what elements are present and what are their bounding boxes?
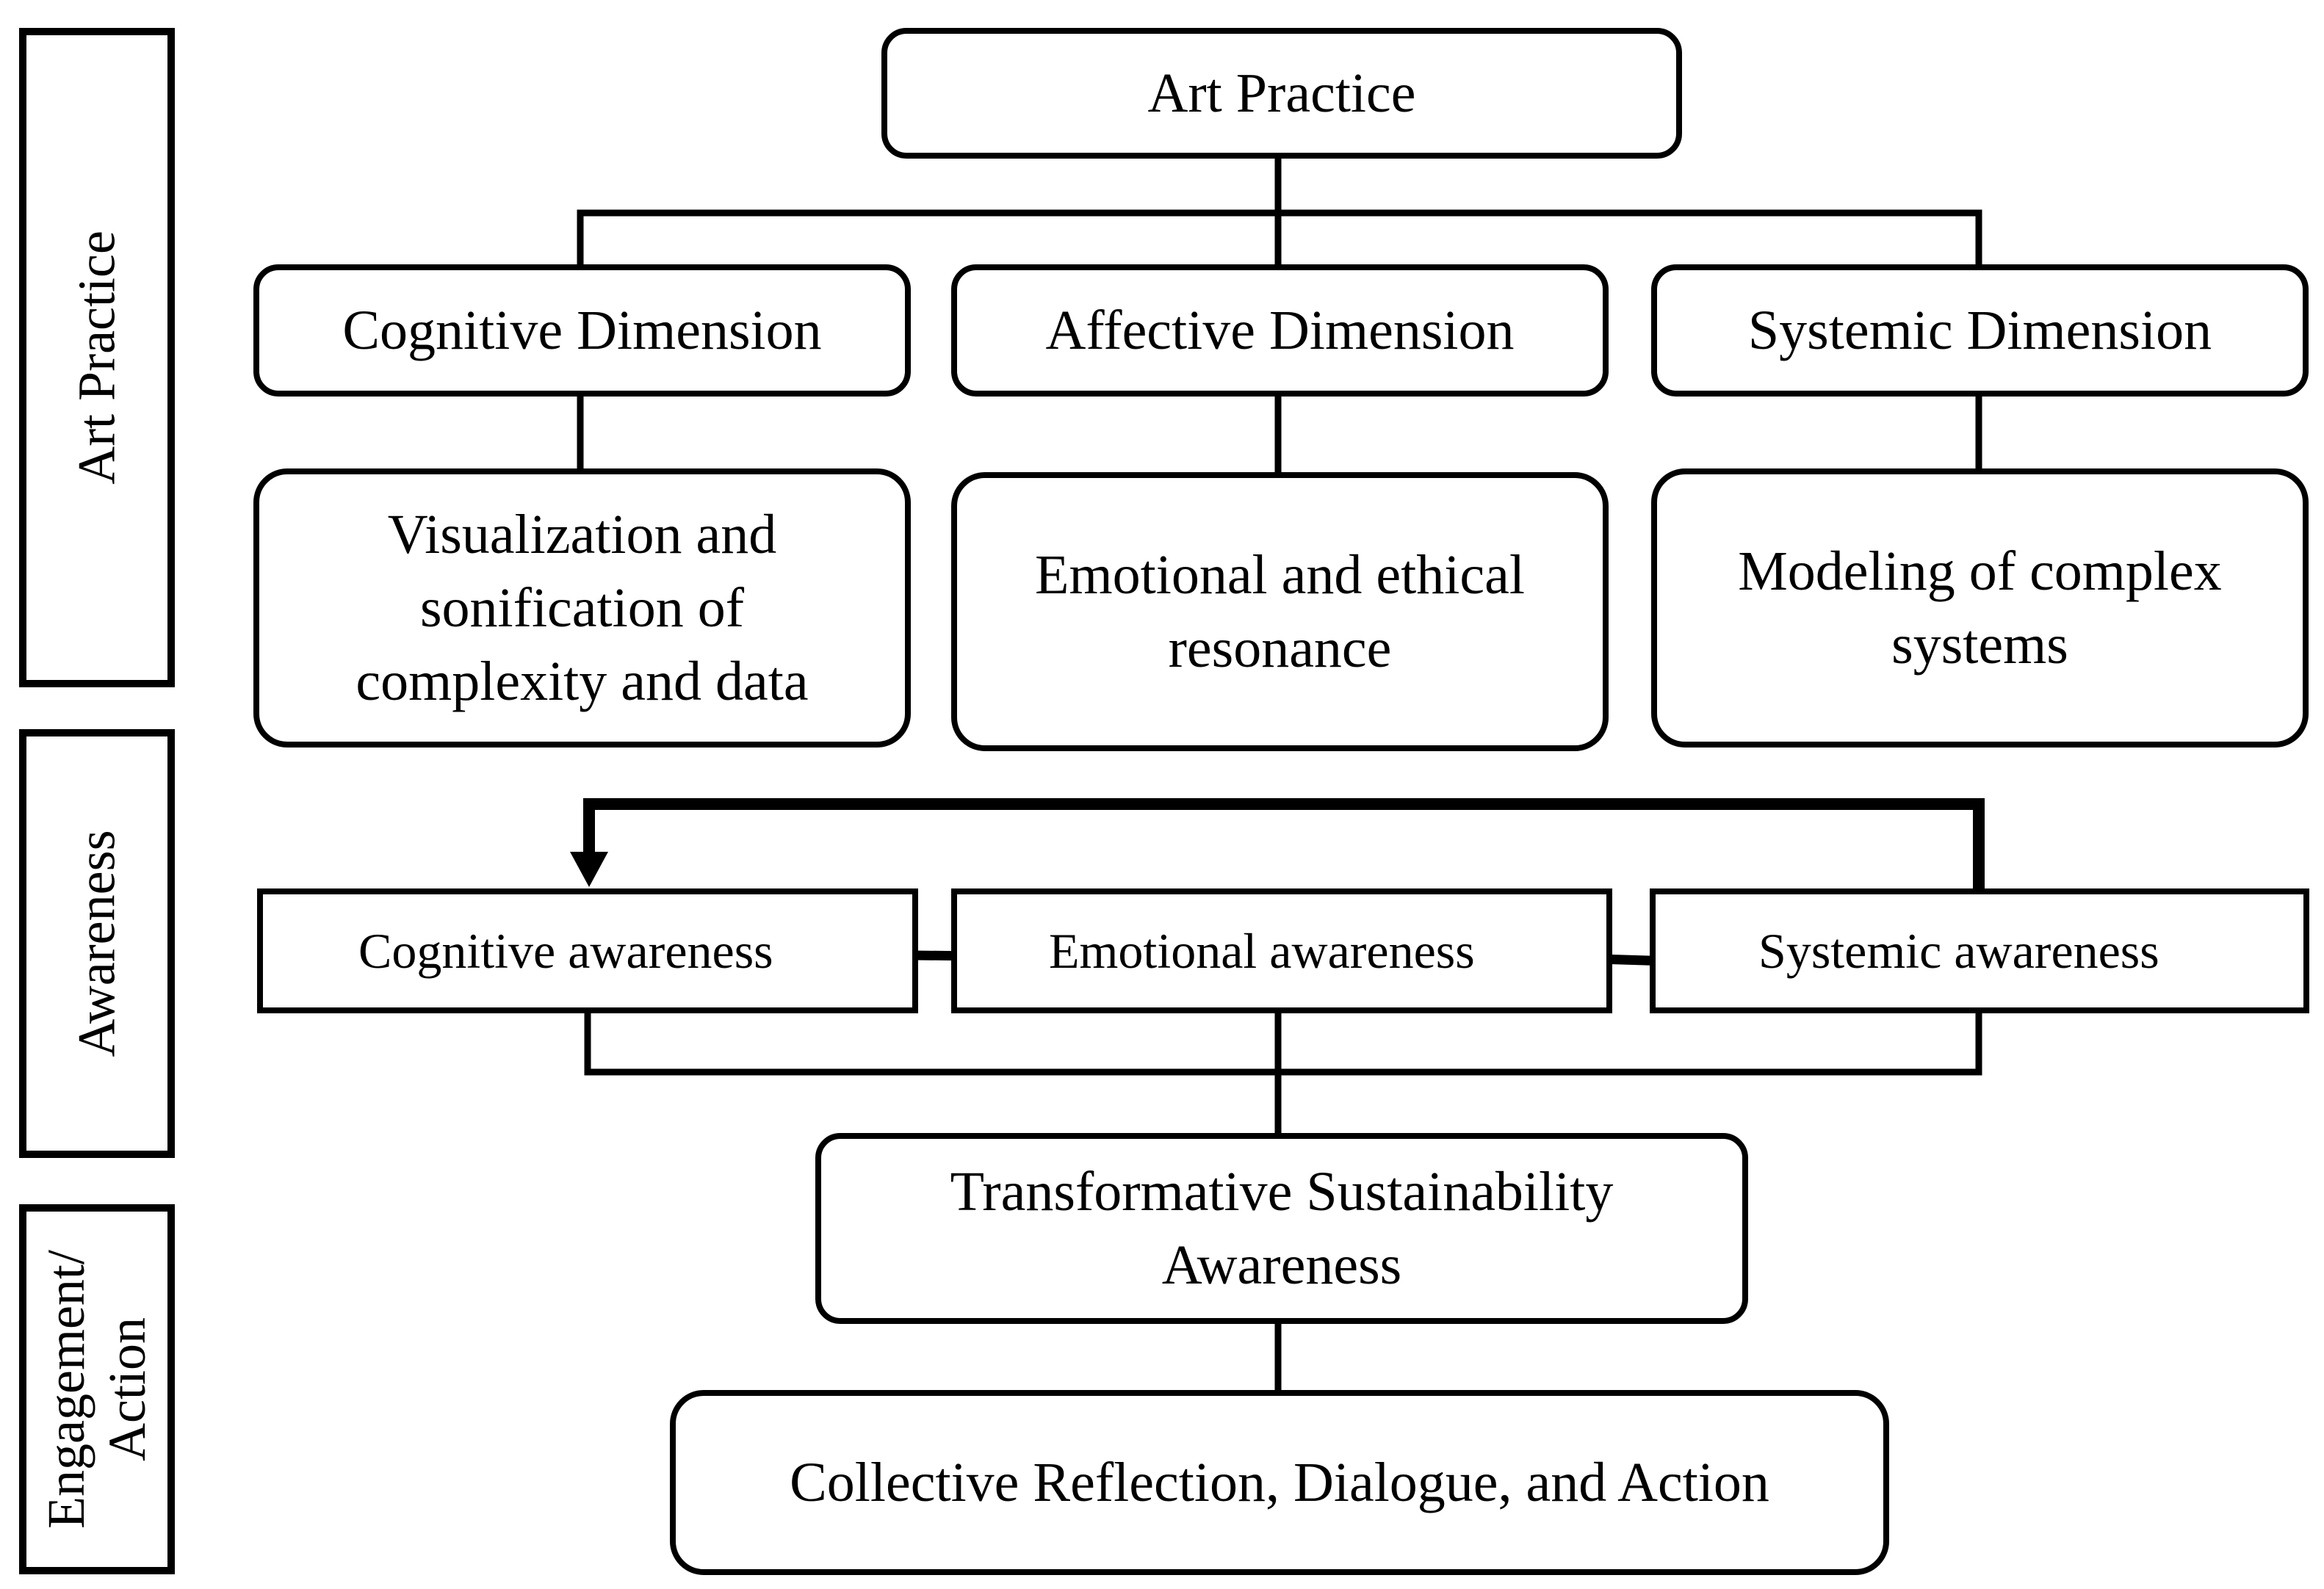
systemic-practice-box: Modeling of complex systems xyxy=(1651,468,2309,748)
affective-practice-line2: resonance xyxy=(1168,618,1392,679)
side-label-engagement-action: Engagement/ Action xyxy=(36,1250,158,1529)
art-practice-title: Art Practice xyxy=(1147,62,1416,124)
affective-dimension-box: Affective Dimension xyxy=(951,264,1609,397)
systemic-awareness-box: Systemic awareness xyxy=(1650,888,2309,1013)
systemic-dimension-label: Systemic Dimension xyxy=(1747,299,2212,361)
cognitive-awareness-box: Cognitive awareness xyxy=(257,888,918,1013)
side-label-art-practice: Art Practice xyxy=(67,231,126,485)
systemic-practice-line1: Modeling of complex xyxy=(1738,540,2222,602)
transformative-line2: Awareness xyxy=(1161,1234,1402,1296)
emotional-awareness-label: Emotional awareness xyxy=(1049,922,1475,979)
collective-action-box: Collective Reflection, Dialogue, and Act… xyxy=(670,1390,1889,1575)
side-box-engagement-action: Engagement/ Action xyxy=(19,1204,175,1574)
systemic-awareness-label: Systemic awareness xyxy=(1758,922,2159,979)
transformative-line1: Transformative Sustainability xyxy=(950,1160,1614,1223)
cognitive-dimension-box: Cognitive Dimension xyxy=(253,264,911,397)
affective-practice-line1: Emotional and ethical xyxy=(1035,543,1525,606)
cognitive-practice-line3: complexity and data xyxy=(356,651,809,713)
side-box-art-practice: Art Practice xyxy=(19,28,175,687)
affective-dimension-label: Affective Dimension xyxy=(1045,299,1515,361)
art-practice-box: Art Practice xyxy=(881,28,1682,159)
cognitive-practice-box: Visualization and sonification of comple… xyxy=(253,468,911,748)
affective-practice-box: Emotional and ethical resonance xyxy=(951,472,1609,751)
side-label-engagement-line2: Action xyxy=(98,1317,156,1461)
side-label-engagement-line1: Engagement/ xyxy=(37,1250,96,1529)
cognitive-awareness-label: Cognitive awareness xyxy=(358,922,773,979)
systemic-practice-line2: systems xyxy=(1891,614,2068,676)
systemic-dimension-box: Systemic Dimension xyxy=(1651,264,2309,397)
feedback-arrowhead xyxy=(570,852,608,887)
emotional-awareness-box: Emotional awareness xyxy=(951,888,1612,1013)
feedback-loop-line xyxy=(583,798,1985,892)
transformative-awareness-box: Transformative Sustainability Awareness xyxy=(815,1133,1748,1324)
side-label-awareness: Awareness xyxy=(67,830,126,1057)
collective-action-label: Collective Reflection, Dialogue, and Act… xyxy=(790,1451,1769,1513)
side-box-awareness: Awareness xyxy=(19,729,175,1158)
cognitive-dimension-label: Cognitive Dimension xyxy=(342,299,822,361)
cognitive-practice-line1: Visualization and xyxy=(387,503,777,565)
cognitive-practice-line2: sonification of xyxy=(419,576,745,639)
